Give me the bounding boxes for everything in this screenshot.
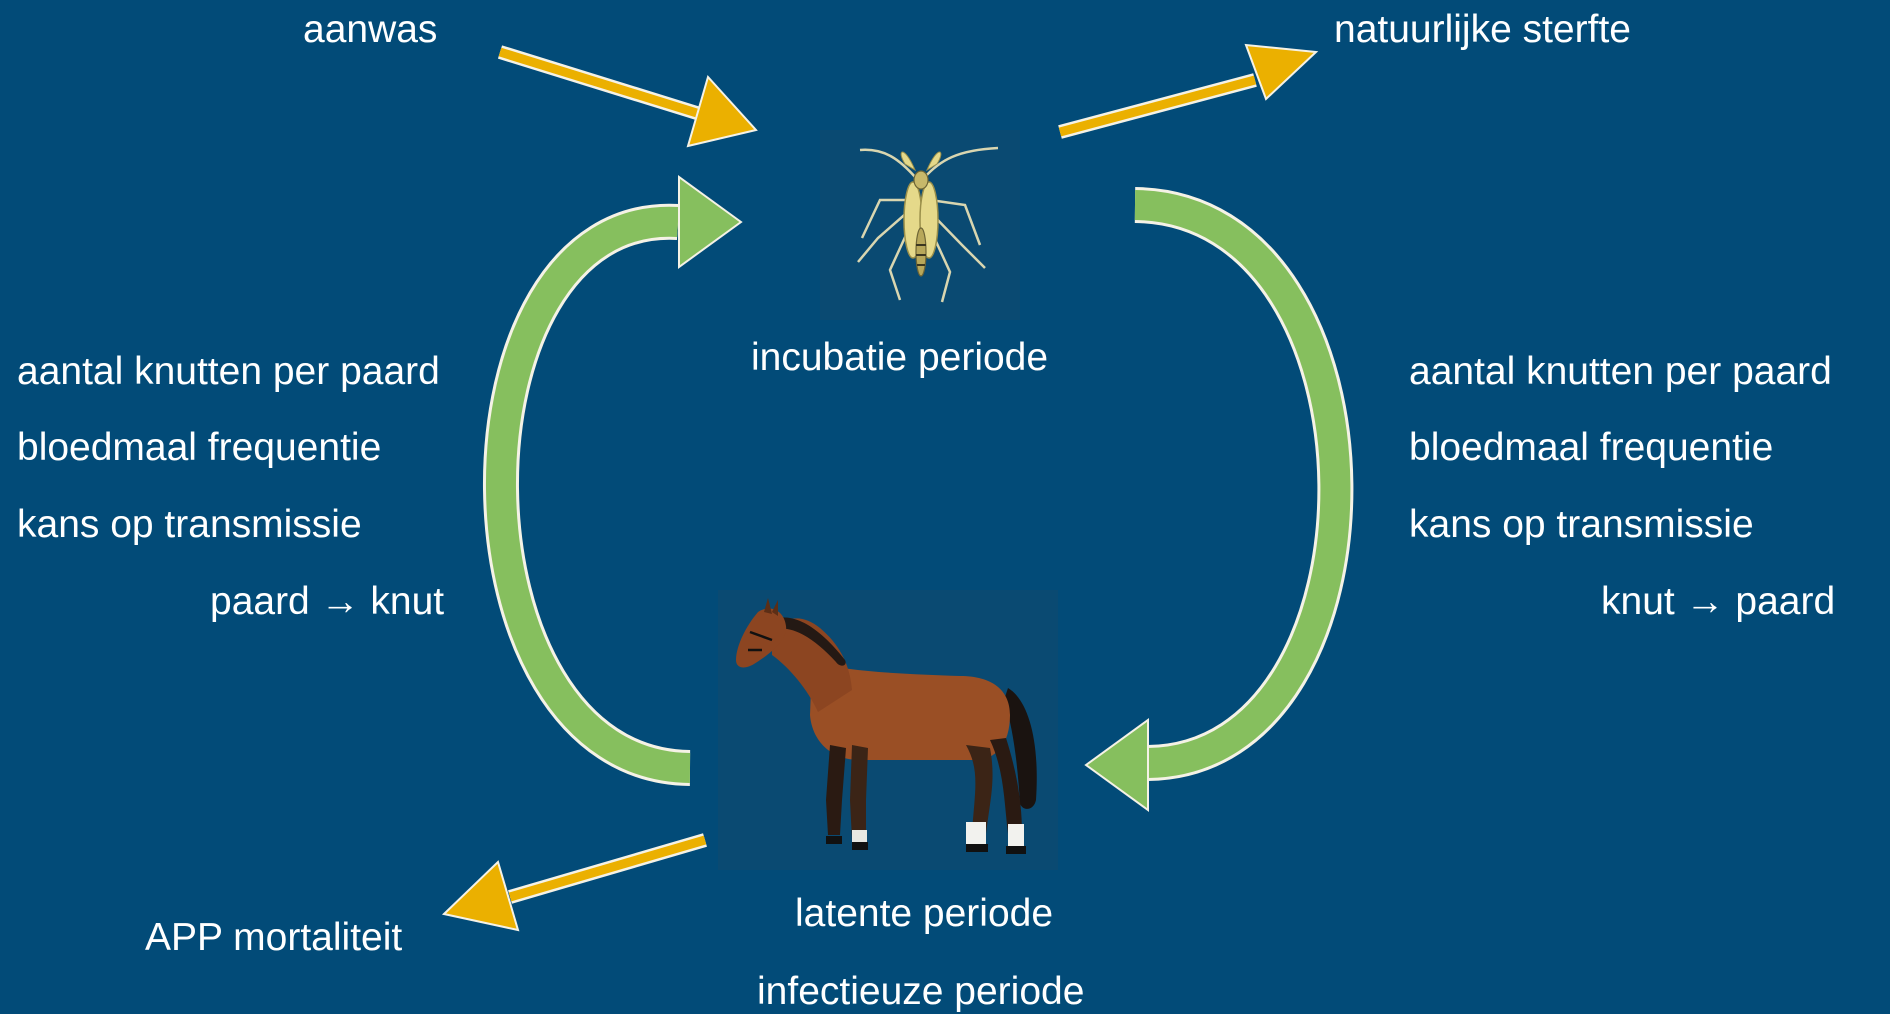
left-param-direction: paard → knut (210, 582, 444, 621)
left-param-bite-frequency: bloedmaal frequentie (17, 428, 381, 467)
natural-death-label: natuurlijke sterfte (1334, 10, 1631, 49)
left-param-transmission-chance: kans op transmissie (17, 505, 362, 544)
right-param-transmission-chance: kans op transmissie (1409, 505, 1754, 544)
inflow-arrow (500, 52, 756, 146)
right-param-midges-per-horse: aantal knutten per paard (1409, 352, 1832, 391)
horse-latent-state-label: latente periode (795, 894, 1053, 933)
left-param-midges-per-horse: aantal knutten per paard (17, 352, 440, 391)
app-mortality-arrow (444, 840, 705, 930)
app-mortality-label: APP mortaliteit (145, 918, 402, 957)
right-param-direction: knut → paard (1601, 582, 1835, 621)
midge-state-label: incubatie periode (751, 338, 1048, 377)
right-param-bite-frequency: bloedmaal frequentie (1409, 428, 1773, 467)
natural-death-arrow (1060, 45, 1316, 132)
horse-to-midge-cycle-arrow (501, 177, 741, 768)
inflow-label: aanwas (303, 10, 437, 49)
horse-infectious-state-label: infectieuze periode (757, 972, 1084, 1011)
midge-to-horse-cycle-arrow (1086, 205, 1335, 810)
